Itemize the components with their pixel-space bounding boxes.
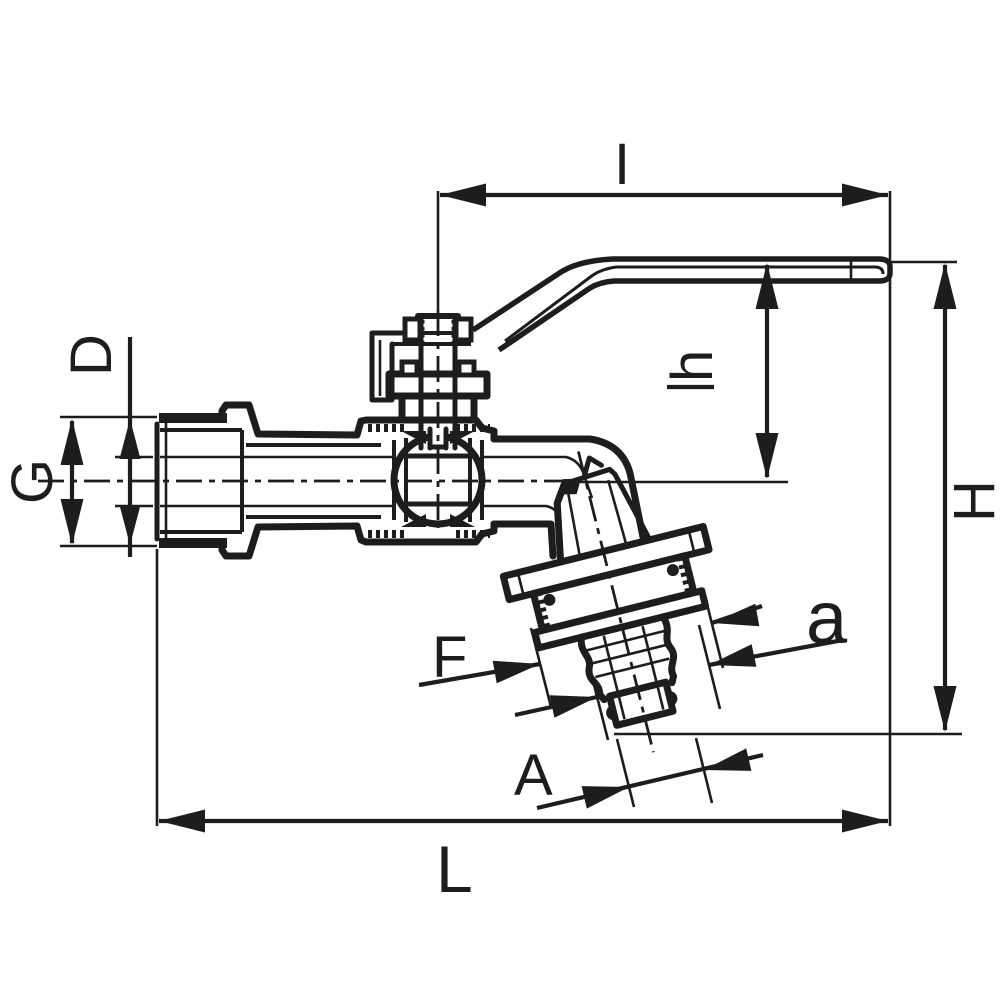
svg-text:D: D: [59, 334, 124, 376]
svg-text:I: I: [614, 132, 630, 197]
svg-text:F: F: [432, 625, 467, 690]
svg-text:L: L: [436, 832, 473, 906]
svg-text:h: h: [660, 350, 725, 382]
svg-text:a: a: [806, 576, 848, 659]
svg-text:A: A: [514, 743, 553, 808]
svg-text:H: H: [942, 480, 1000, 522]
